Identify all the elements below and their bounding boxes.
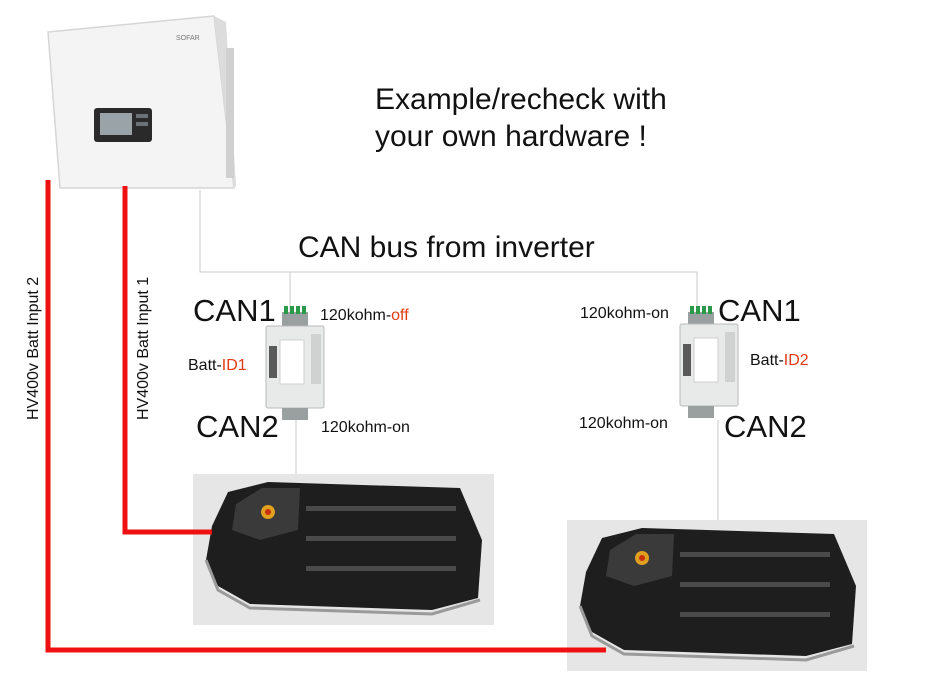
can-module-left [265,306,325,420]
can-bus-wires [199,190,719,520]
left-can2-termination: 120kohm-on [321,419,410,436]
hv-cable-input-2 [45,180,606,653]
left-battery-id: Batt-ID1 [188,357,247,375]
inverter: SOFAR [47,15,236,189]
can-module-right [679,306,739,418]
left-can1-termination-state: off [391,307,409,324]
left-battery-id-value: ID1 [221,357,247,374]
battery-pack-1 [193,474,494,625]
hv-input-2-label: HV400v Batt Input 2 [25,276,42,420]
right-battery-id-value: ID2 [783,352,809,369]
left-battery-id-prefix: Batt- [188,357,222,374]
right-can1-label: CAN1 [718,293,801,328]
hardware-note: Example/recheck with your own hardware ! [375,81,667,155]
hv-cables [45,180,606,653]
hardware-note-line-1: Example/recheck with [375,83,667,116]
inverter-brand: SOFAR [176,35,200,42]
right-can1-termination: 120kohm-on [580,305,669,322]
battery-pack-2 [567,520,867,671]
left-can1-label: CAN1 [193,293,276,328]
left-can1-termination-prefix: 120kohm- [320,307,392,324]
right-battery-id-prefix: Batt- [750,352,784,369]
left-can1-termination: 120kohm-off [320,307,409,325]
hv-input-1-label: HV400v Batt Input 1 [135,276,152,420]
hv-cable-input-1 [122,186,212,535]
right-battery-id: Batt-ID2 [750,352,809,370]
right-can2-termination: 120kohm-on [579,415,668,432]
left-can2-label: CAN2 [196,409,279,444]
can-bus-title: CAN bus from inverter [298,231,595,264]
hardware-note-line-2: your own hardware ! [375,120,647,153]
right-can2-label: CAN2 [724,409,807,444]
